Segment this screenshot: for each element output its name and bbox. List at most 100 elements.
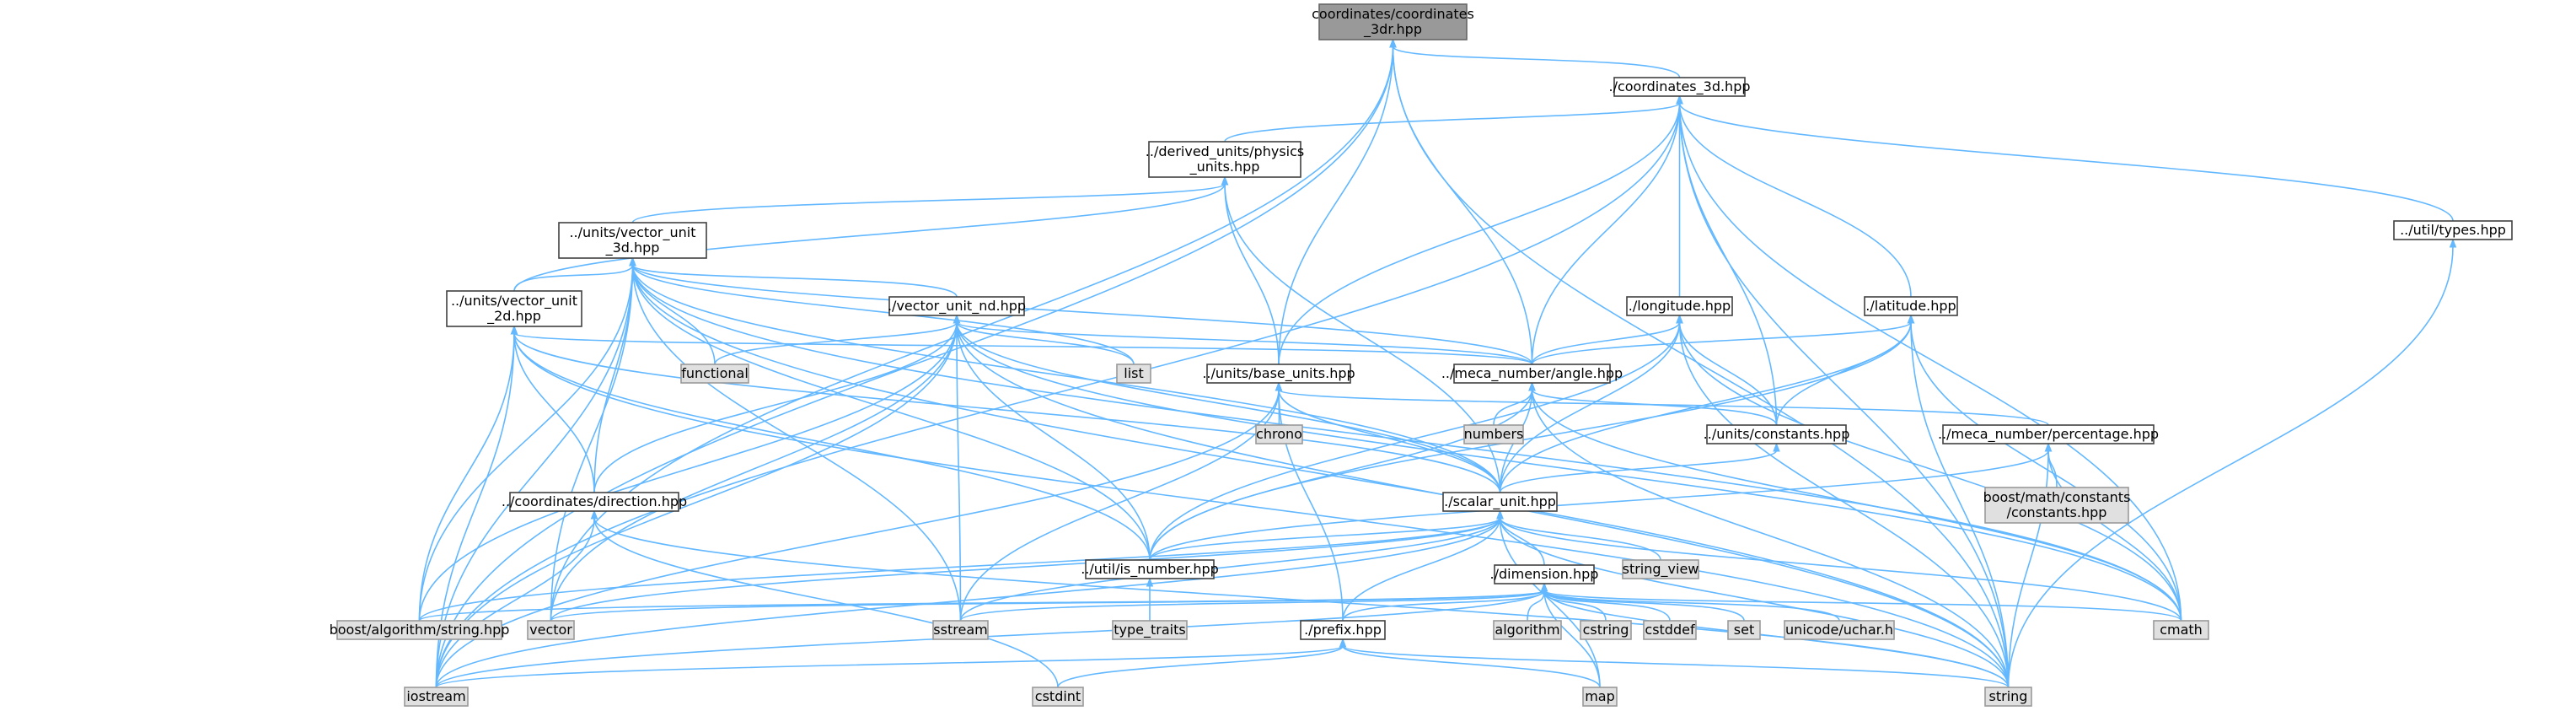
node-box (1984, 687, 2032, 707)
node-sstream: sstream (932, 620, 989, 640)
node-label: boost/algorithm/string.hpp (330, 622, 510, 638)
node-box (1494, 564, 1595, 584)
node-vector: vector (527, 620, 575, 640)
node-box (1148, 141, 1301, 178)
node-label: ../coordinates/direction.hpp (502, 493, 687, 509)
arrowhead (1540, 582, 1548, 592)
node-label: sstream (933, 622, 987, 638)
edge-prefix-to-string (1339, 638, 2010, 688)
node-chrono: chrono (1255, 424, 1303, 444)
arrowhead (1146, 577, 1154, 587)
node-label: chrono (1256, 426, 1302, 442)
edge-percentage-to-isnumber (1149, 442, 2053, 561)
edge-scalar-to-dimension (1496, 509, 1545, 566)
edge-root-to-c3d (1389, 38, 1681, 78)
node-latitude[interactable]: ./latitude.hpp (1864, 296, 1958, 316)
node-box (932, 620, 989, 640)
node-label: ../units/base_units.hpp (1202, 365, 1355, 382)
arrowhead (590, 509, 598, 520)
node-box (1453, 364, 1611, 384)
node-label: ./prefix.hpp (1304, 622, 1382, 638)
edge-scalar-to-cmath (1496, 509, 2182, 622)
node-dimension[interactable]: ./dimension.hpp (1490, 564, 1599, 584)
node-box (1255, 424, 1303, 444)
edge-vec3d-to-vec2d (513, 256, 636, 292)
edge-vec3d-to-string (629, 256, 2010, 688)
node-box (1032, 687, 1084, 707)
node-box (680, 364, 749, 384)
edge-angle-to-string (1528, 381, 2010, 688)
edge-c3d-to-baseunits (1278, 94, 1683, 365)
node-box (1984, 487, 2129, 524)
node-vecnd[interactable]: ./vector_unit_nd.hpp (888, 296, 1026, 316)
arrowhead (2044, 442, 2053, 452)
node-box (2153, 620, 2209, 640)
node-angle[interactable]: ../meca_number/angle.hpp (1441, 364, 1623, 384)
node-box (1112, 620, 1188, 640)
edge-angle-to-isnumber (1149, 381, 1536, 561)
node-map: map (1582, 687, 1618, 707)
node-prefix[interactable]: ./prefix.hpp (1300, 620, 1386, 640)
node-isnumber[interactable]: ../util/is_number.hpp (1081, 559, 1219, 579)
node-cmath: cmath (2153, 620, 2209, 640)
edge-c3d-to-angle (1531, 94, 1683, 365)
edge-baseunits-to-percentage (1275, 381, 2049, 426)
node-label: type_traits (1114, 622, 1185, 638)
edge-vec2d-to-string (510, 325, 2010, 688)
node-box (336, 620, 502, 640)
edge-baseunits-to-iostream (435, 381, 1283, 688)
node-label: ./latitude.hpp (1865, 298, 1956, 314)
node-vec3d[interactable]: ../units/vector_unit_3d.hpp (558, 222, 707, 259)
node-box (1643, 620, 1697, 640)
arrowhead (953, 314, 961, 324)
edge-constants-to-scalar (1499, 442, 1780, 493)
node-physics[interactable]: ../derived_units/physics_units.hpp (1146, 141, 1304, 178)
node-box (1580, 620, 1632, 640)
edge-vecnd-to-sstream (953, 314, 962, 622)
node-label: string_view (1623, 561, 1699, 578)
node-root[interactable]: coordinates/coordinates_3dr.hpp (1312, 3, 1474, 40)
node-longitude[interactable]: ./longitude.hpp (1626, 296, 1733, 316)
edge-prefix-to-cstdint (1057, 638, 1347, 688)
node-percentage[interactable]: ../meca_number/percentage.hpp (1938, 424, 2159, 444)
node-label: ./longitude.hpp (1629, 298, 1731, 314)
edge-percentage-to-string (2007, 442, 2053, 688)
node-algorithm: algorithm (1493, 620, 1562, 640)
node-box (509, 492, 679, 512)
edge-vecnd-to-scalar (953, 314, 1501, 493)
node-scalar[interactable]: ./scalar_unit.hpp (1442, 492, 1558, 512)
node-box (2393, 220, 2513, 240)
arrowhead (1496, 509, 1504, 520)
node-box (1613, 77, 1746, 97)
node-direction[interactable]: ../coordinates/direction.hpp (502, 492, 687, 512)
node-c3d[interactable]: ./coordinates_3d.hpp (1608, 77, 1751, 97)
node-label: string (1989, 688, 2028, 704)
edge-direction-to-cstdint (590, 509, 1059, 688)
node-iostream: iostream (404, 687, 469, 707)
edge-vec2d-to-direction (510, 325, 595, 493)
node-vec2d[interactable]: ../units/vector_unit_2d.hpp (446, 290, 582, 327)
node-types[interactable]: ../util/types.hpp (2393, 220, 2513, 240)
node-constants[interactable]: ../units/constants.hpp (1704, 424, 1850, 444)
arrowhead (2449, 238, 2457, 248)
node-type_traits: type_traits (1112, 620, 1188, 640)
node-label: list (1124, 365, 1144, 381)
node-box (527, 620, 575, 640)
arrowhead (1389, 38, 1397, 48)
node-label: cstdint (1035, 688, 1081, 704)
node-box (1300, 620, 1386, 640)
node-label: ../meca_number/angle.hpp (1441, 365, 1623, 382)
node-label: iostream (406, 688, 465, 704)
edge-physics-to-vec3d (631, 175, 1229, 224)
node-cstring: cstring (1580, 620, 1632, 640)
edge-c3d-to-types (1676, 94, 2454, 222)
node-boostalgo: boost/algorithm/string.hpp (330, 620, 510, 640)
edge-physics-to-scalar (1221, 175, 1501, 493)
node-cstdint: cstdint (1032, 687, 1084, 707)
node-box (888, 296, 1025, 316)
node-box (1942, 424, 2155, 444)
node-uchar: unicode/uchar.h (1784, 620, 1895, 640)
node-baseunits[interactable]: ../units/base_units.hpp (1202, 364, 1355, 384)
node-label: numbers (1464, 426, 1524, 442)
node-box (446, 290, 582, 327)
